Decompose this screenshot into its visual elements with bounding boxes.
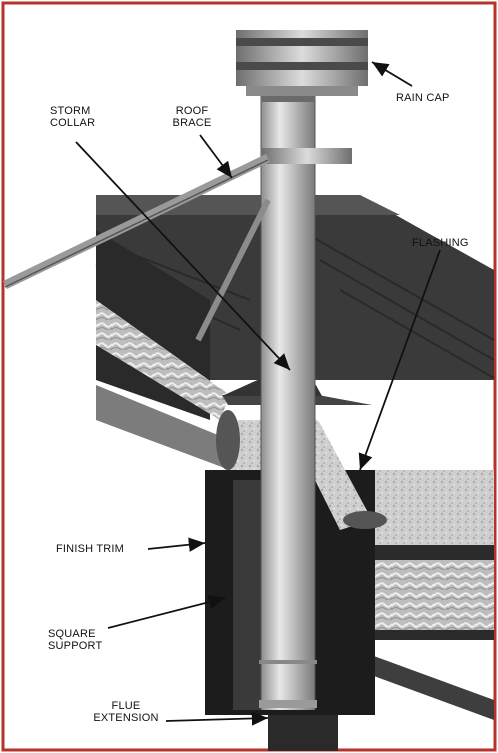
label-rain-cap: RAIN CAP [396, 92, 450, 104]
label-roof-brace: ROOF BRACE [166, 105, 218, 129]
label-square-support: SQUARE SUPPORT [48, 628, 102, 652]
roof-brace-leg [195, 198, 271, 342]
flashing-collar-ring [343, 511, 387, 529]
flue-extension-shape [268, 715, 338, 751]
label-finish-trim: FINISH TRIM [56, 543, 124, 555]
insulation-right [370, 560, 494, 630]
label-square-support-line2: SUPPORT [48, 640, 103, 652]
roof-brace-arm [3, 153, 270, 290]
label-square-support-line1: SQUARE [48, 628, 96, 640]
label-flue-extension-line2: EXTENSION [93, 712, 159, 724]
label-roof-brace-line2: BRACE [172, 117, 212, 129]
label-flue-extension: FLUE EXTENSION [84, 700, 168, 724]
leader-lines [75, 61, 441, 726]
label-storm-collar: STORM COLLAR [50, 105, 95, 129]
insulation-left [96, 300, 230, 420]
flashing-cone [222, 420, 372, 530]
label-roof-brace-line1: ROOF [175, 105, 209, 117]
label-storm-collar-line1: STORM [50, 105, 91, 117]
label-storm-collar-line2: COLLAR [50, 117, 96, 129]
label-flue-extension-line1: FLUE [111, 700, 141, 712]
label-flashing: FLASHING [412, 237, 469, 249]
chimney-pipe [261, 90, 315, 710]
brace-band [262, 148, 352, 164]
